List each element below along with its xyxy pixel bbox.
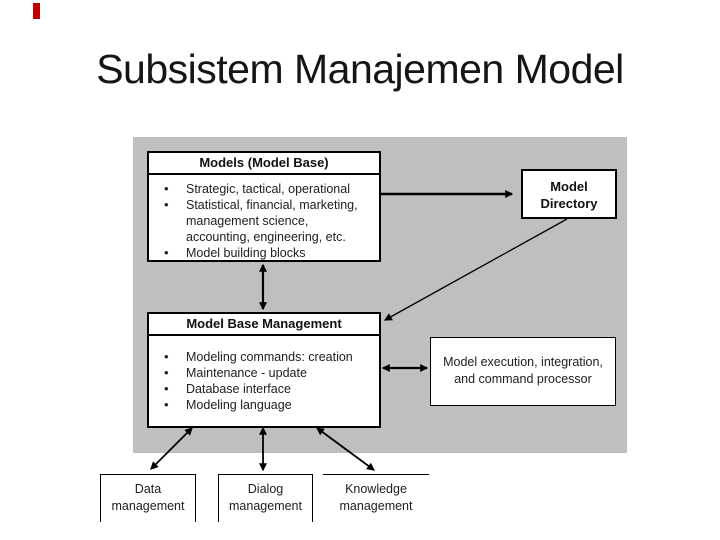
models-box-bullets: Strategic, tactical, operational Statist… [149,175,379,261]
models-box: Models (Model Base) Strategic, tactical,… [147,151,381,262]
models-box-title: Models (Model Base) [149,153,379,175]
model-base-management-title: Model Base Management [149,314,379,336]
model-base-management-bullets: Modeling commands: creation Maintenance … [149,336,379,413]
knowledge-management-box: Knowledge management [323,474,429,522]
bullet-item: Strategic, tactical, operational [149,181,373,197]
model-execution-box: Model execution, integration, and comman… [430,337,616,406]
model-directory-box: Model Directory [521,169,617,219]
data-management-box: Data management [100,474,196,522]
model-base-management-box: Model Base Management Modeling commands:… [147,312,381,428]
bullet-item: Modeling commands: creation [149,349,373,365]
bullet-item: Maintenance - update [149,365,373,381]
bullet-item: Statistical, financial, marketing, manag… [149,197,373,245]
bullet-item: Model building blocks [149,245,373,261]
bullet-item: Database interface [149,381,373,397]
bullet-item: Modeling language [149,397,373,413]
red-accent-bar [33,3,40,19]
slide-title: Subsistem Manajemen Model [96,46,624,92]
dialog-management-box: Dialog management [218,474,313,522]
